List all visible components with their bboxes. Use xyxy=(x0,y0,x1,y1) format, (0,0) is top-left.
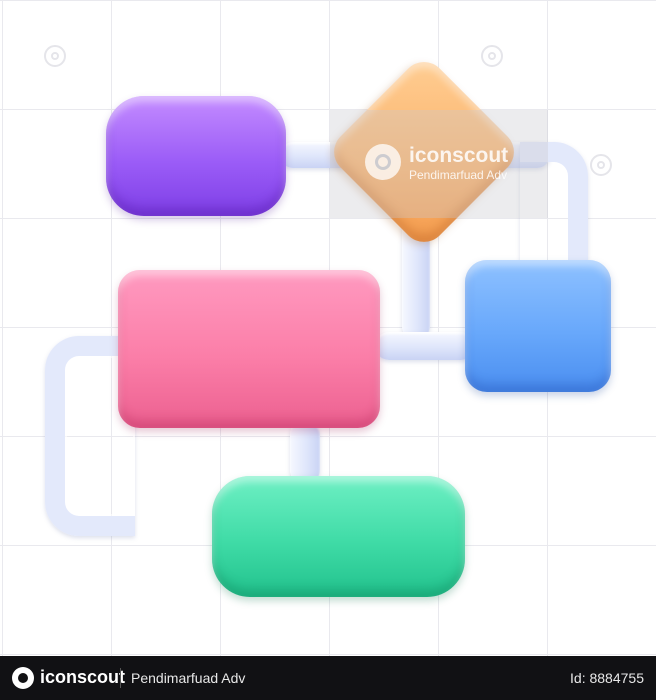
footer-divider xyxy=(120,668,121,688)
footer-brand[interactable]: iconscout xyxy=(40,667,126,687)
connector-pink-blue xyxy=(375,332,475,360)
watermark-mark-icon xyxy=(590,154,612,176)
watermark-mark-icon xyxy=(481,45,503,67)
footer-author[interactable]: Pendimarfuad Adv xyxy=(131,670,246,686)
flow-block-green xyxy=(212,476,465,597)
iconscout-logo-icon xyxy=(365,144,401,180)
connector-pink-green xyxy=(290,420,320,484)
watermark-author: Pendimarfuad Adv xyxy=(409,168,508,182)
flow-block-pink xyxy=(118,270,380,428)
flow-block-blue xyxy=(465,260,611,392)
watermark-brand: iconscout xyxy=(409,144,509,167)
connector-right-to-blue xyxy=(520,142,588,272)
watermark-mark-icon xyxy=(44,45,66,67)
flow-block-purple xyxy=(106,96,286,216)
iconscout-logo-icon[interactable] xyxy=(12,667,34,689)
footer-bar: iconscout Pendimarfuad Adv Id: 8884755 xyxy=(0,656,656,700)
footer-asset-id: Id: 8884755 xyxy=(570,670,644,686)
connector-loop-pink-green xyxy=(45,336,135,536)
